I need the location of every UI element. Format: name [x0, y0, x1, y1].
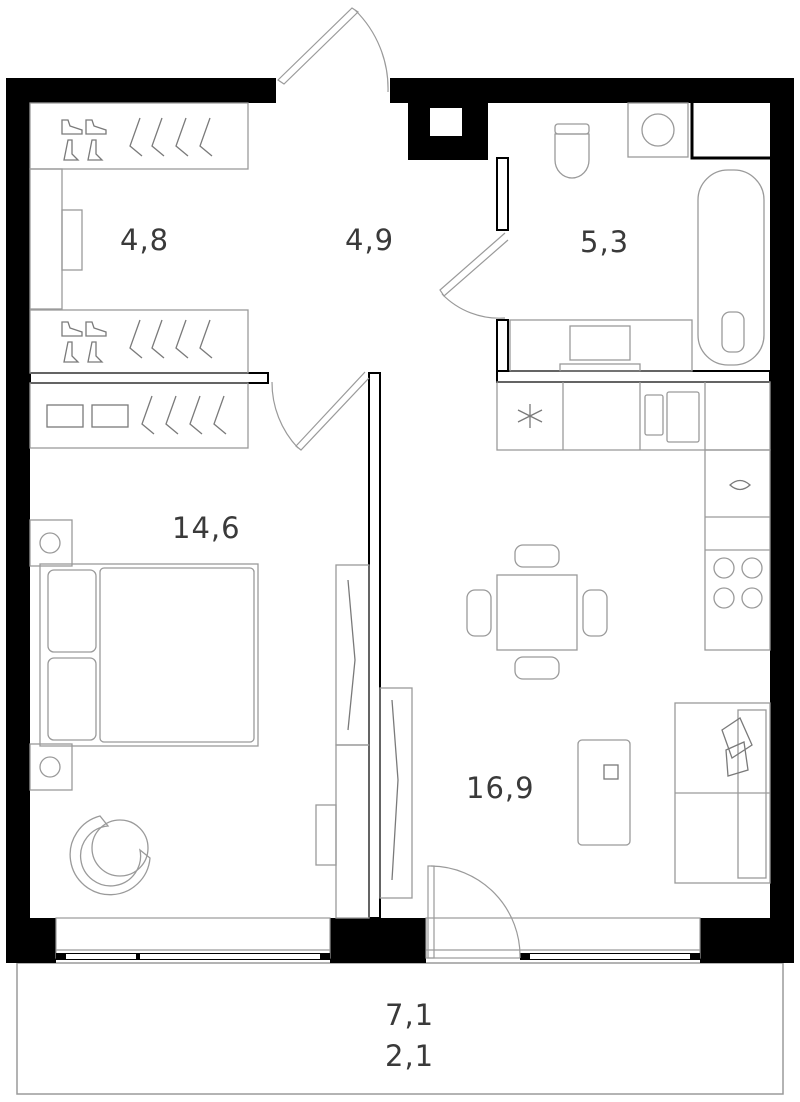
area-hall: 4,9 [345, 223, 394, 257]
bathroom-fixtures [509, 102, 765, 372]
area-balcony-reduced: 2,1 [385, 1039, 434, 1073]
area-wardrobe: 4,8 [120, 223, 169, 257]
sofa [577, 702, 771, 884]
area-labels: 4,8 4,9 5,3 14,6 16,9 7,1 2,1 [120, 223, 629, 1073]
doors [271, 7, 521, 959]
wardrobe-furniture [29, 102, 249, 449]
outer-walls [6, 78, 794, 963]
area-balcony: 7,1 [385, 998, 434, 1032]
kitchen [496, 381, 771, 651]
tv-unit [379, 687, 413, 899]
area-bathroom: 5,3 [580, 225, 629, 259]
area-living-kitchen: 16,9 [466, 771, 535, 805]
bedroom-furniture [29, 519, 370, 919]
windows [55, 917, 701, 960]
area-bedroom: 14,6 [172, 511, 241, 545]
dining-table [466, 544, 608, 680]
